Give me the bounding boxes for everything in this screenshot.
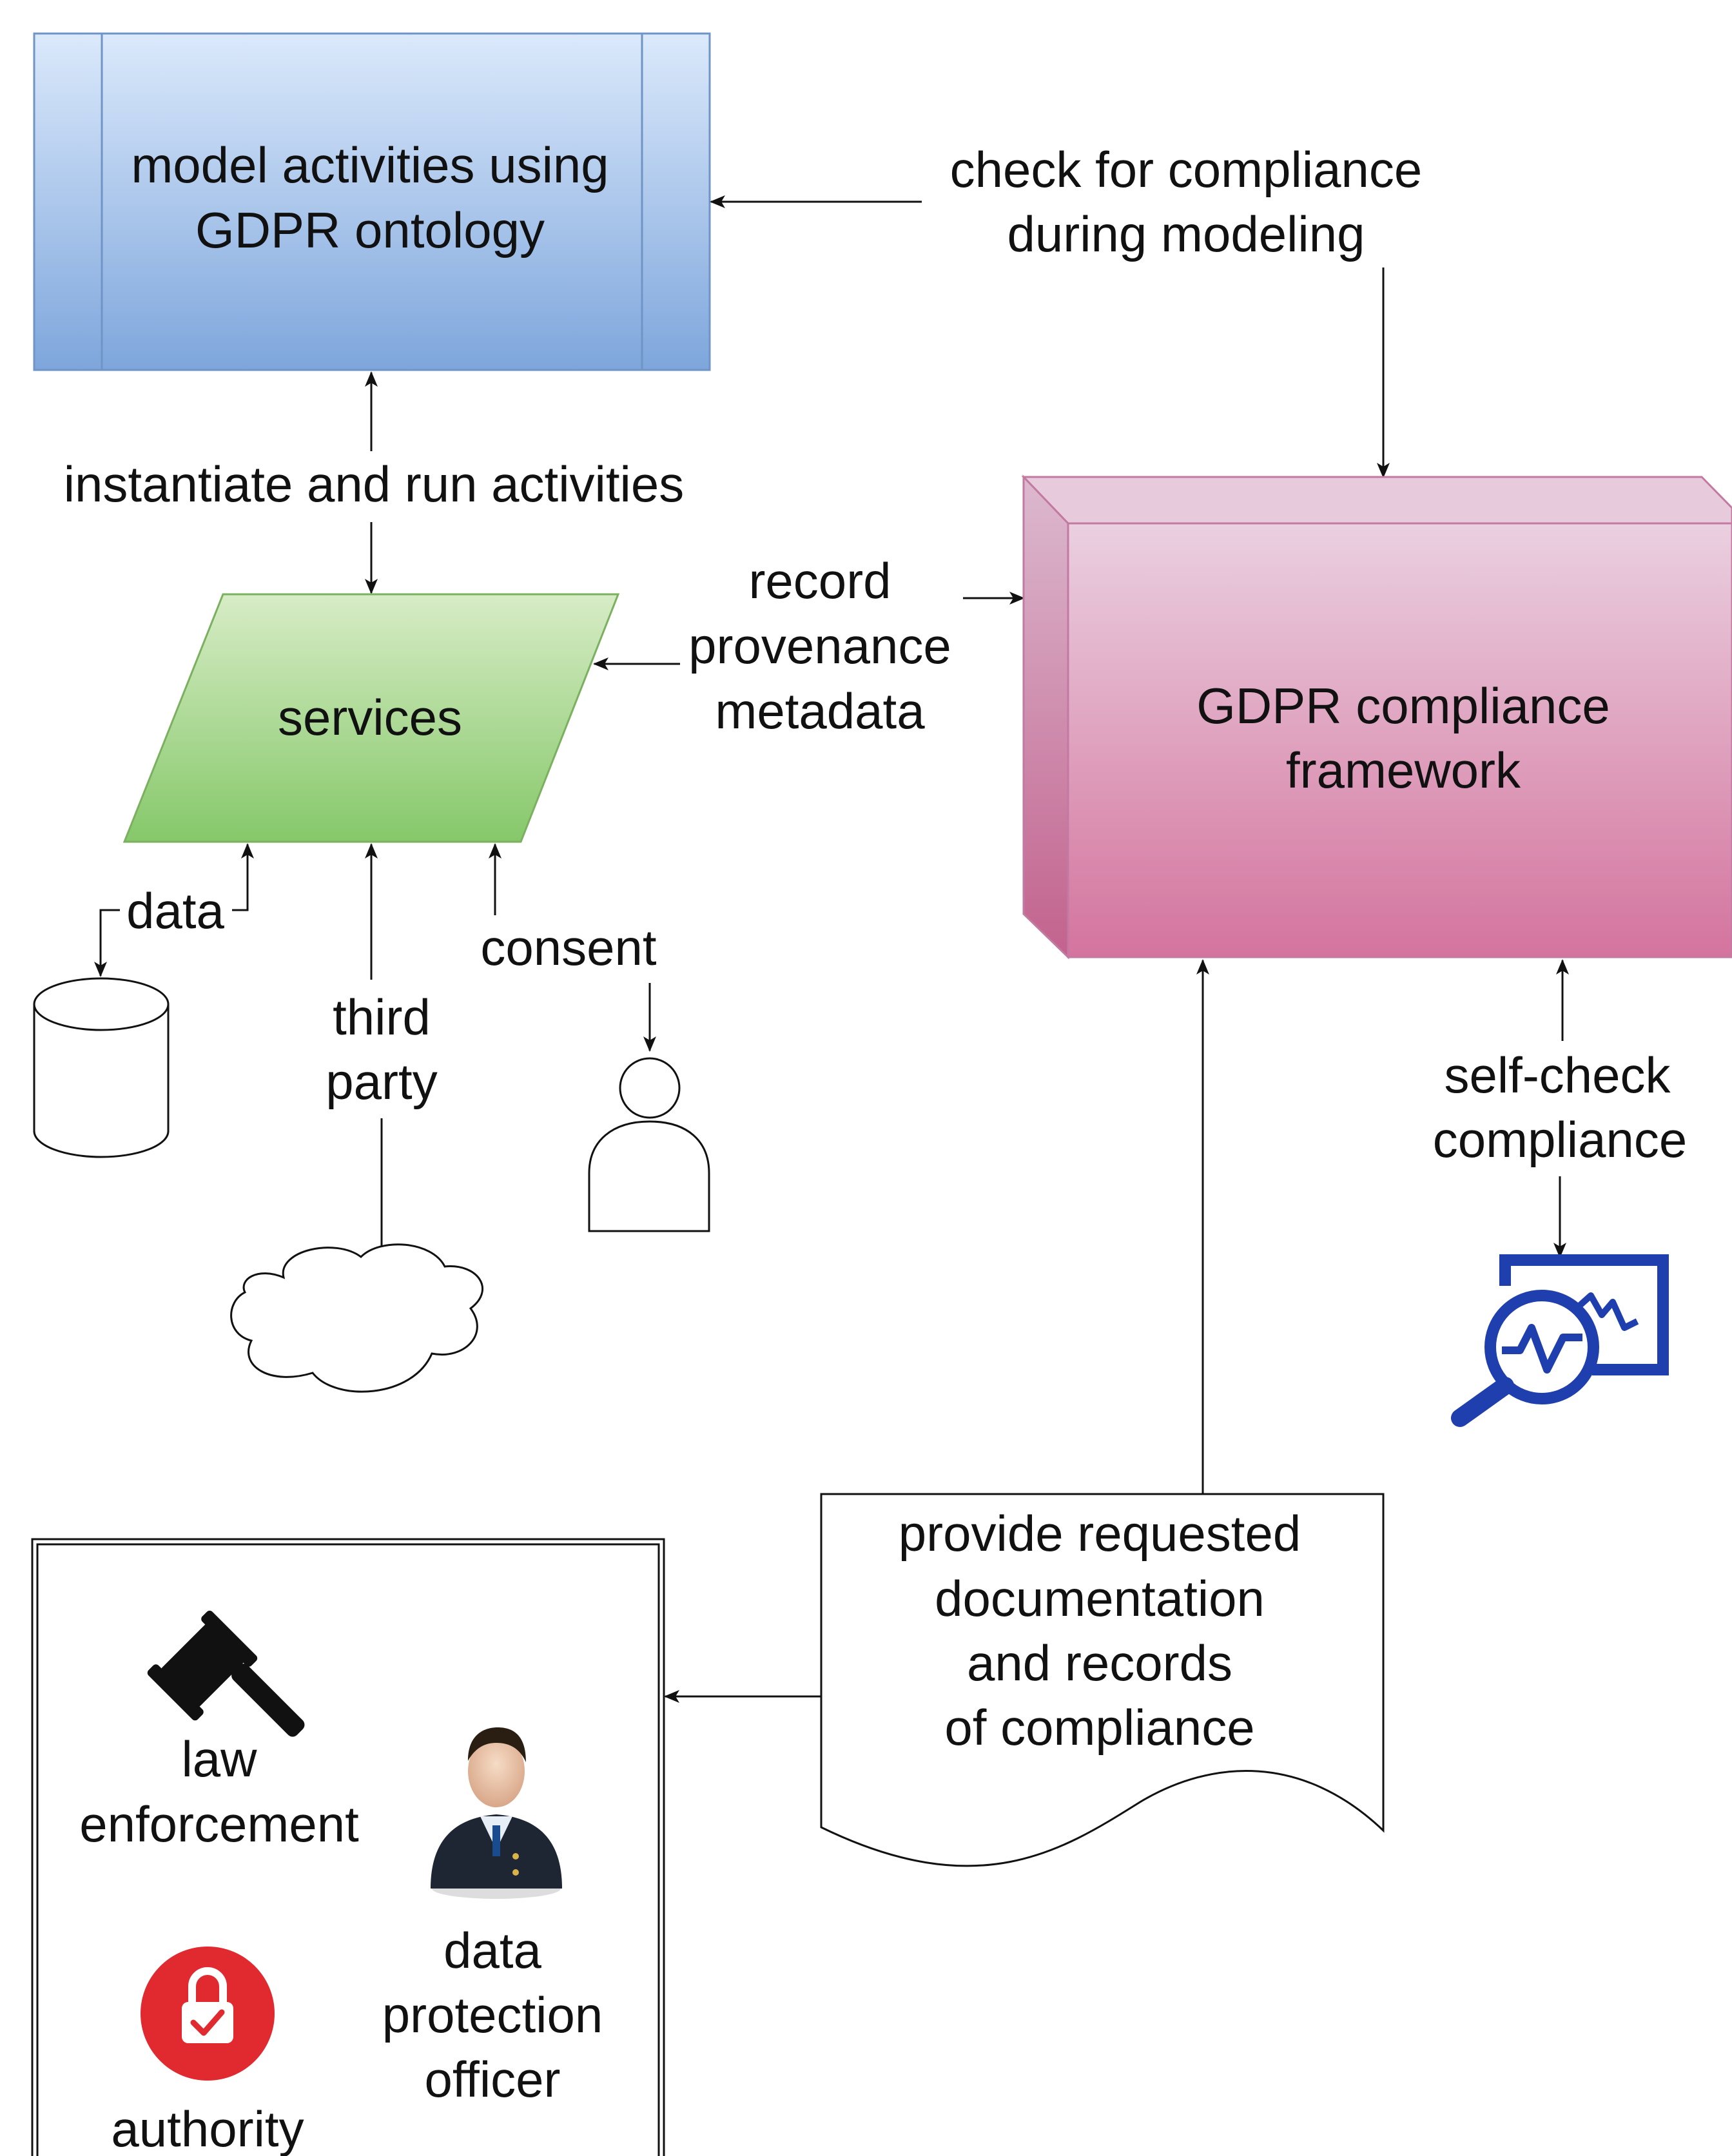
compliance-framework-label-line1: GDPR compliance <box>1196 677 1610 734</box>
record-provenance-edge: record provenance metadata <box>593 552 1025 739</box>
third-party-label-line2: party <box>326 1053 437 1110</box>
officer-button-1 <box>512 1853 519 1860</box>
magnifier-pulse <box>1502 1324 1582 1374</box>
authorities-outer-border <box>31 1538 665 2156</box>
database-body <box>33 1004 170 1158</box>
officer-button-2 <box>512 1869 519 1876</box>
services-shape <box>122 593 620 843</box>
database-icon <box>33 977 170 1158</box>
check-compliance-label-line1: check for compliance <box>950 141 1423 198</box>
self-check-edge: self-check compliance <box>1433 959 1688 1258</box>
person-body <box>588 1120 710 1232</box>
authorities-box: law enforcement data protection officer … <box>31 1538 665 2156</box>
documentation-label-line1: provide requested <box>899 1505 1301 1562</box>
magnifier-handle <box>1451 1377 1514 1427</box>
gavel-head-cap-left <box>147 1664 204 1721</box>
record-provenance-label-line1: record <box>748 552 891 609</box>
lock-check-mark <box>190 2009 225 2036</box>
gavel-head <box>160 1623 245 1708</box>
services-label: services <box>278 689 462 746</box>
authority-label: authority <box>111 2101 304 2156</box>
law-enforcement-label-line1: law <box>181 1731 257 1787</box>
law-enforcement-label-line2: enforcement <box>79 1796 359 1852</box>
third-party-label-line1: third <box>333 989 431 1045</box>
compliance-framework-label-line2: framework <box>1286 742 1521 799</box>
authorities-inner-border <box>36 1543 660 2156</box>
documentation-node: provide requested documentation and reco… <box>664 959 1385 1867</box>
gavel-icon <box>147 1610 305 1737</box>
compliance-framework-node: GDPR compliance framework <box>1021 474 1732 960</box>
person-icon <box>588 1057 710 1232</box>
gavel-handle <box>231 1664 305 1737</box>
self-check-label-line2: compliance <box>1433 1111 1688 1168</box>
lock-body <box>182 2002 233 2043</box>
documentation-shape <box>820 1493 1385 1867</box>
model-activities-label-line1: model activities using <box>131 137 608 193</box>
record-provenance-label-line3: metadata <box>715 683 925 739</box>
framework-side-face <box>1022 474 1069 960</box>
record-provenance-label-line2: provenance <box>688 617 951 674</box>
documentation-label-line2: documentation <box>935 1570 1265 1627</box>
consent-label: consent <box>480 919 657 976</box>
consent-edge: consent <box>480 843 657 1052</box>
data-edge: data <box>94 843 254 977</box>
lock-check-icon <box>141 1947 275 2081</box>
data-arrow-to-services <box>232 843 254 911</box>
cloud-icon <box>230 1243 483 1393</box>
lock-shackle <box>188 1967 227 2006</box>
dpo-label-line2: protection <box>382 1986 603 2043</box>
monitor-graph-line <box>1570 1292 1639 1331</box>
dpo-label-line1: data <box>443 1922 541 1979</box>
check-compliance-label-line2: during modeling <box>1007 206 1365 262</box>
database-top <box>33 977 170 1031</box>
dpo-label-line3: officer <box>425 2051 561 2108</box>
documentation-label-line3: and records <box>967 1635 1232 1691</box>
third-party-edge: third party <box>326 843 438 1265</box>
person-head <box>619 1057 681 1119</box>
model-activities-label-line2: GDPR ontology <box>195 202 545 258</box>
instantiate-edge: instantiate and run activities <box>64 371 685 594</box>
self-check-label-line1: self-check <box>1444 1047 1671 1103</box>
gavel-head-cap-right <box>201 1610 258 1667</box>
documentation-label-line4: of compliance <box>944 1699 1254 1756</box>
framework-front-face <box>1067 522 1732 958</box>
framework-top-face <box>1021 476 1732 525</box>
data-label: data <box>126 882 224 939</box>
officer-icon <box>431 1727 562 1899</box>
officer-tie <box>492 1825 500 1856</box>
model-activities-box <box>33 32 711 371</box>
check-compliance-edge: check for compliance during modeling <box>710 141 1423 478</box>
model-activities-node: model activities using GDPR ontology <box>33 32 711 371</box>
instantiate-label: instantiate and run activities <box>64 456 685 512</box>
officer-hair <box>468 1727 526 1762</box>
data-arrow-to-database <box>94 909 120 977</box>
monitor-frame <box>1499 1254 1669 1375</box>
officer-face <box>468 1735 525 1807</box>
cloud-outline <box>230 1243 483 1393</box>
monitoring-magnifier-icon <box>1451 1254 1669 1427</box>
services-node: services <box>122 593 620 843</box>
